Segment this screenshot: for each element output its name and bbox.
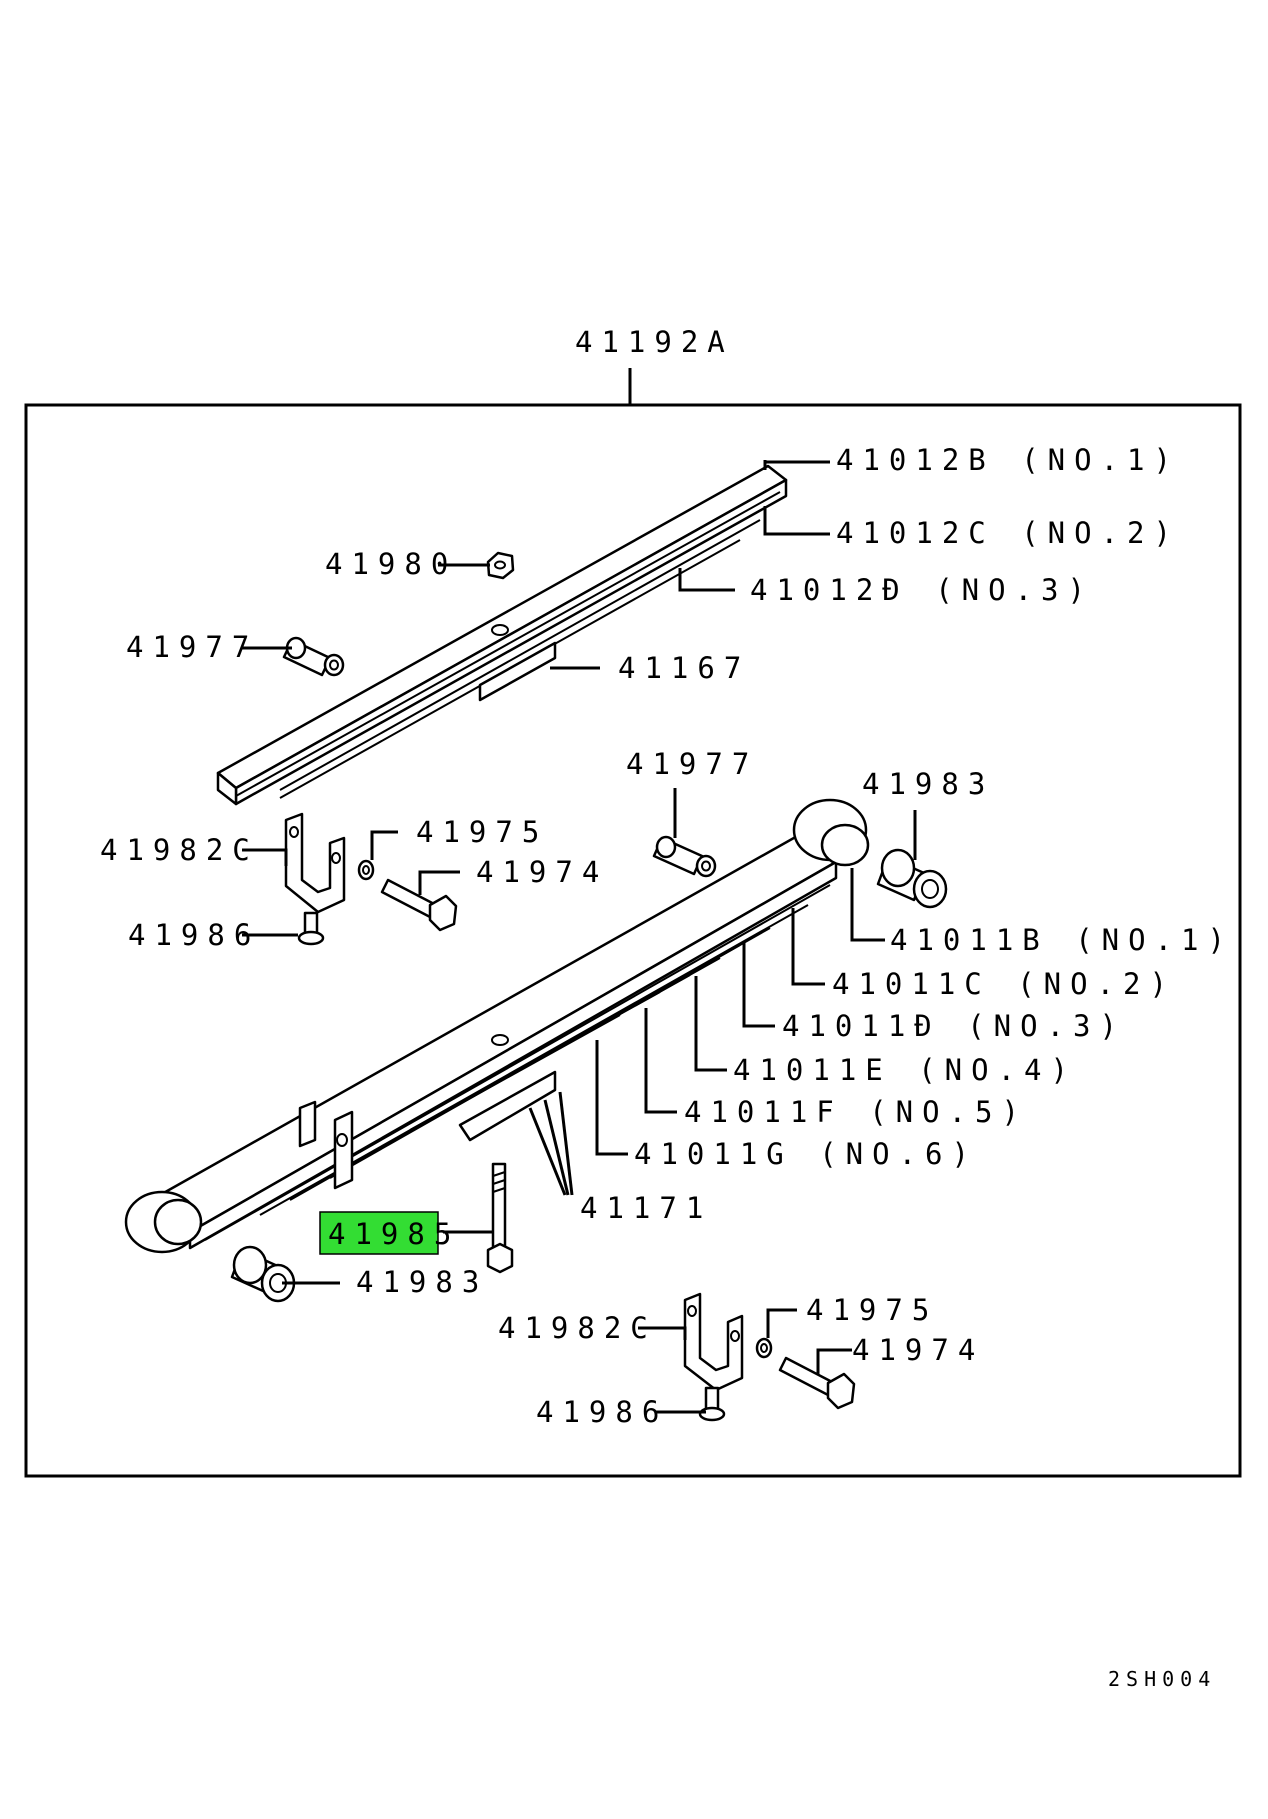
assembly-frame <box>24 403 1242 1478</box>
callout-41986-upper[interactable]: 41986 <box>128 918 260 952</box>
bushing-41977-upper[interactable] <box>282 636 345 677</box>
bolt-41986-upper[interactable] <box>297 911 325 946</box>
nut-41980[interactable] <box>486 551 515 580</box>
callout-41011F[interactable]: 41011F (NO.5) <box>684 1095 1028 1129</box>
bushing-41983-right[interactable] <box>876 848 948 909</box>
main-spring-pack <box>124 798 870 1254</box>
callout-41985[interactable]: 41985 <box>328 1217 460 1251</box>
callout-41011D[interactable]: 41011Ð (NO.3) <box>782 1009 1126 1043</box>
callout-41012B[interactable]: 41012B (NO.1) <box>836 443 1180 477</box>
callout-41982C-upper[interactable]: 41982C <box>100 833 259 867</box>
bolt-41986-lower[interactable] <box>698 1386 726 1422</box>
bolt-41974-upper[interactable] <box>380 878 458 932</box>
callout-41975-lower[interactable]: 41975 <box>806 1293 938 1327</box>
callout-41011C[interactable]: 41011C (NO.2) <box>832 967 1176 1001</box>
callout-41011E[interactable]: 41011E (NO.4) <box>733 1053 1077 1087</box>
callout-41977-lower[interactable]: 41977 <box>626 747 758 781</box>
bracket-41982C-upper[interactable] <box>284 812 346 914</box>
helper-spring-pack <box>216 464 788 806</box>
center-bolt-41985[interactable] <box>486 1162 514 1274</box>
washer-41975-upper[interactable] <box>357 859 375 881</box>
callout-41983-left[interactable]: 41983 <box>356 1265 488 1299</box>
callout-41171[interactable]: 41171 <box>580 1191 712 1225</box>
leader-lines <box>242 460 917 1414</box>
callout-41012C[interactable]: 41012C (NO.2) <box>836 516 1180 550</box>
callout-41012D[interactable]: 41012Ð (NO.3) <box>750 573 1094 607</box>
assembly-label[interactable]: 41192A <box>575 325 734 359</box>
callout-41167[interactable]: 41167 <box>618 651 750 685</box>
callout-41011G[interactable]: 41011G (NO.6) <box>634 1137 978 1171</box>
callout-41982C-lower[interactable]: 41982C <box>498 1311 657 1345</box>
callout-41986-lower[interactable]: 41986 <box>536 1395 668 1429</box>
bushing-41983-left[interactable] <box>230 1245 296 1303</box>
callout-41983-right[interactable]: 41983 <box>862 767 994 801</box>
bolt-41974-lower[interactable] <box>778 1356 856 1410</box>
bracket-41982C-lower[interactable] <box>683 1292 744 1392</box>
callout-41980[interactable]: 41980 <box>325 547 457 581</box>
drawing-code: 2SH004 <box>1108 1667 1216 1691</box>
bushing-41977-lower[interactable] <box>652 835 717 878</box>
callout-41011B[interactable]: 41011B (NO.1) <box>890 923 1234 957</box>
callout-41974-upper[interactable]: 41974 <box>476 855 608 889</box>
callout-41975-upper[interactable]: 41975 <box>416 815 548 849</box>
callout-41977-upper[interactable]: 41977 <box>126 630 258 664</box>
callout-41974-lower[interactable]: 41974 <box>852 1333 984 1367</box>
washer-41975-lower[interactable] <box>755 1337 773 1359</box>
highlight-box-41985 <box>319 1211 439 1255</box>
